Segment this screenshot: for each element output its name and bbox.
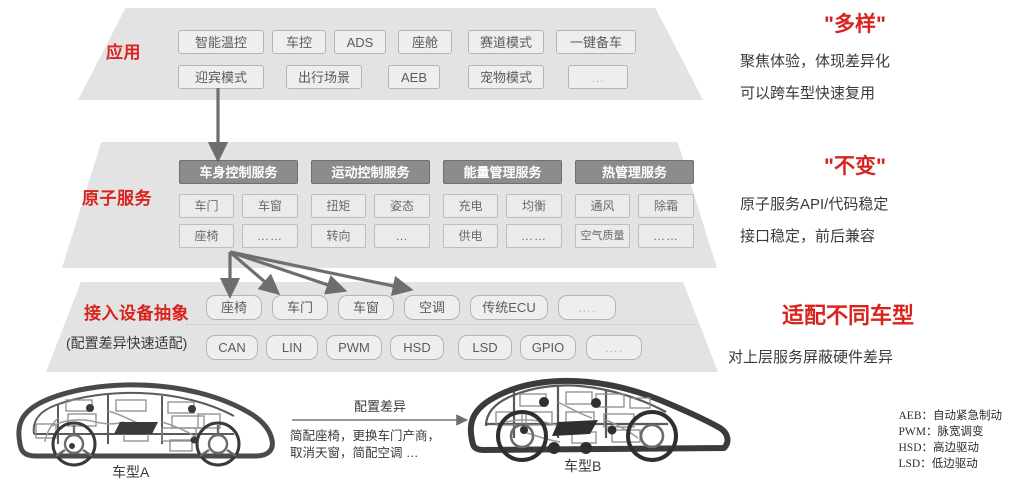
annotation-invariance-line-2: 接口稳定，前后兼容 <box>740 228 876 245</box>
atomic-group-header-energy-management[interactable]: 能量管理服务 <box>443 160 562 184</box>
atomic-item-ventilation[interactable]: 通风 <box>575 194 630 218</box>
layer-atomic-services: 原子服务 车身控制服务 车门 车窗 座椅 …… 运动控制服务 扭矩 姿态 转向 … <box>62 142 717 268</box>
atomic-item-door[interactable]: 车门 <box>179 194 234 218</box>
car-b-svg <box>467 377 731 462</box>
layer-application: 应用 智能温控 车控 ADS 座舱 赛道模式 一键备车 迎宾模式 出行场景 AE… <box>78 8 703 100</box>
app-chip-ads[interactable]: ADS <box>334 30 386 54</box>
bus-chip-hsd[interactable]: HSD <box>390 335 444 360</box>
config-difference-line-1: 简配座椅，更换车门产商， <box>290 429 441 443</box>
annotation-diversity: "多样" 聚焦体验，体现差异化 可以跨车型快速复用 <box>740 8 970 103</box>
bus-chip-pwm[interactable]: PWM <box>326 335 382 360</box>
bus-chip-more[interactable]: …. <box>586 335 642 360</box>
atomic-item-charging[interactable]: 充电 <box>443 194 498 218</box>
device-chip-more[interactable]: …. <box>558 295 616 320</box>
legend-item-pwm: PWM：脉宽调变 <box>898 426 984 438</box>
car-a-label: 车型A <box>112 464 150 480</box>
config-difference-title: 配置差异 <box>353 399 406 414</box>
bus-chip-lin[interactable]: LIN <box>266 335 318 360</box>
car-illustration-model-b: 车型B <box>462 370 737 474</box>
car-illustration-model-a: 车型A <box>12 378 282 480</box>
device-chip-traditional-ecu[interactable]: 传统ECU <box>470 295 548 320</box>
atomic-group-header-motion-control[interactable]: 运动控制服务 <box>311 160 430 184</box>
annotation-invariance-line-1: 原子服务API/代码稳定 <box>740 196 889 213</box>
layer-device-abstraction: 接入设备抽象 (配置差异快速适配) 座椅 车门 车窗 空调 传统ECU …. C… <box>46 282 718 372</box>
device-layer-divider <box>186 324 696 325</box>
app-chip-welcome-mode[interactable]: 迎宾模式 <box>178 65 264 89</box>
app-chip-track-mode[interactable]: 赛道模式 <box>468 30 544 54</box>
app-chip-more[interactable]: … <box>568 65 628 89</box>
atomic-item-thermal-more[interactable]: …… <box>638 224 694 248</box>
annotation-adaptation: 适配不同车型 对上层服务屏蔽硬件差异 <box>728 298 968 367</box>
atomic-item-posture[interactable]: 姿态 <box>374 194 430 218</box>
car-b-label: 车型B <box>564 458 602 474</box>
bus-chip-can[interactable]: CAN <box>206 335 258 360</box>
app-chip-pet-mode[interactable]: 宠物模式 <box>468 65 544 89</box>
annotation-invariance-title: "不变" <box>824 155 886 178</box>
layer-atomic-title: 原子服务 <box>82 189 152 208</box>
legend-item-hsd: HSD：高边驱动 <box>898 442 980 454</box>
bus-chip-lsd[interactable]: LSD <box>458 335 512 360</box>
device-chip-seat[interactable]: 座椅 <box>206 295 262 320</box>
annotation-invariance: "不变" 原子服务API/代码稳定 接口稳定，前后兼容 <box>740 150 970 246</box>
app-chip-smart-temp[interactable]: 智能温控 <box>178 30 264 54</box>
layer-application-title: 应用 <box>106 43 141 62</box>
annotation-adaptation-title: 适配不同车型 <box>781 303 914 328</box>
device-chip-window[interactable]: 车窗 <box>338 295 394 320</box>
config-difference-block: 配置差异 <box>290 396 470 415</box>
device-chip-ac[interactable]: 空调 <box>404 295 460 320</box>
car-a-svg <box>16 382 275 467</box>
legend-item-aeb: AEB：自动紧急制动 <box>898 410 1003 422</box>
annotation-diversity-title: "多样" <box>824 13 886 36</box>
atomic-item-motion-more[interactable]: … <box>374 224 430 248</box>
layer-device-abstraction-title: 接入设备抽象 <box>84 304 189 323</box>
app-chip-vehicle-control[interactable]: 车控 <box>272 30 326 54</box>
atomic-item-torque[interactable]: 扭矩 <box>311 194 366 218</box>
atomic-item-seat[interactable]: 座椅 <box>179 224 234 248</box>
app-chip-travel-scene[interactable]: 出行场景 <box>286 65 362 89</box>
atomic-item-power-supply[interactable]: 供电 <box>443 224 498 248</box>
atomic-item-air-quality[interactable]: 空气质量 <box>575 224 630 248</box>
atomic-item-balancing[interactable]: 均衡 <box>506 194 562 218</box>
annotation-adaptation-line-1: 对上层服务屏蔽硬件差异 <box>728 349 894 366</box>
layer-device-abstraction-subtitle: (配置差异快速适配) <box>66 335 188 351</box>
app-chip-cockpit[interactable]: 座舱 <box>398 30 452 54</box>
atomic-item-window[interactable]: 车窗 <box>242 194 298 218</box>
atomic-item-body-more[interactable]: …… <box>242 224 298 248</box>
atomic-group-header-body-control[interactable]: 车身控制服务 <box>179 160 298 184</box>
annotation-diversity-line-1: 聚焦体验，体现差异化 <box>740 53 891 70</box>
legend-item-lsd: LSD：低边驱动 <box>898 458 978 470</box>
config-difference-detail: 简配座椅，更换车门产商， 取消天窗，简配空调 … <box>290 428 490 462</box>
bus-chip-gpio[interactable]: GPIO <box>520 335 576 360</box>
atomic-item-defrost[interactable]: 除霜 <box>638 194 694 218</box>
config-difference-line-2: 取消天窗，简配空调 … <box>290 446 419 460</box>
atomic-item-energy-more[interactable]: …… <box>506 224 562 248</box>
annotation-diversity-line-2: 可以跨车型快速复用 <box>740 85 876 102</box>
app-chip-aeb[interactable]: AEB <box>388 65 440 89</box>
device-chip-door[interactable]: 车门 <box>272 295 328 320</box>
atomic-group-header-thermal-management[interactable]: 热管理服务 <box>575 160 694 184</box>
atomic-item-steering[interactable]: 转向 <box>311 224 366 248</box>
app-chip-one-key-standby[interactable]: 一键备车 <box>556 30 636 54</box>
abbreviation-legend: AEB：自动紧急制动 PWM：脉宽调变 HSD：高边驱动 LSD：低边驱动 <box>899 408 1003 472</box>
